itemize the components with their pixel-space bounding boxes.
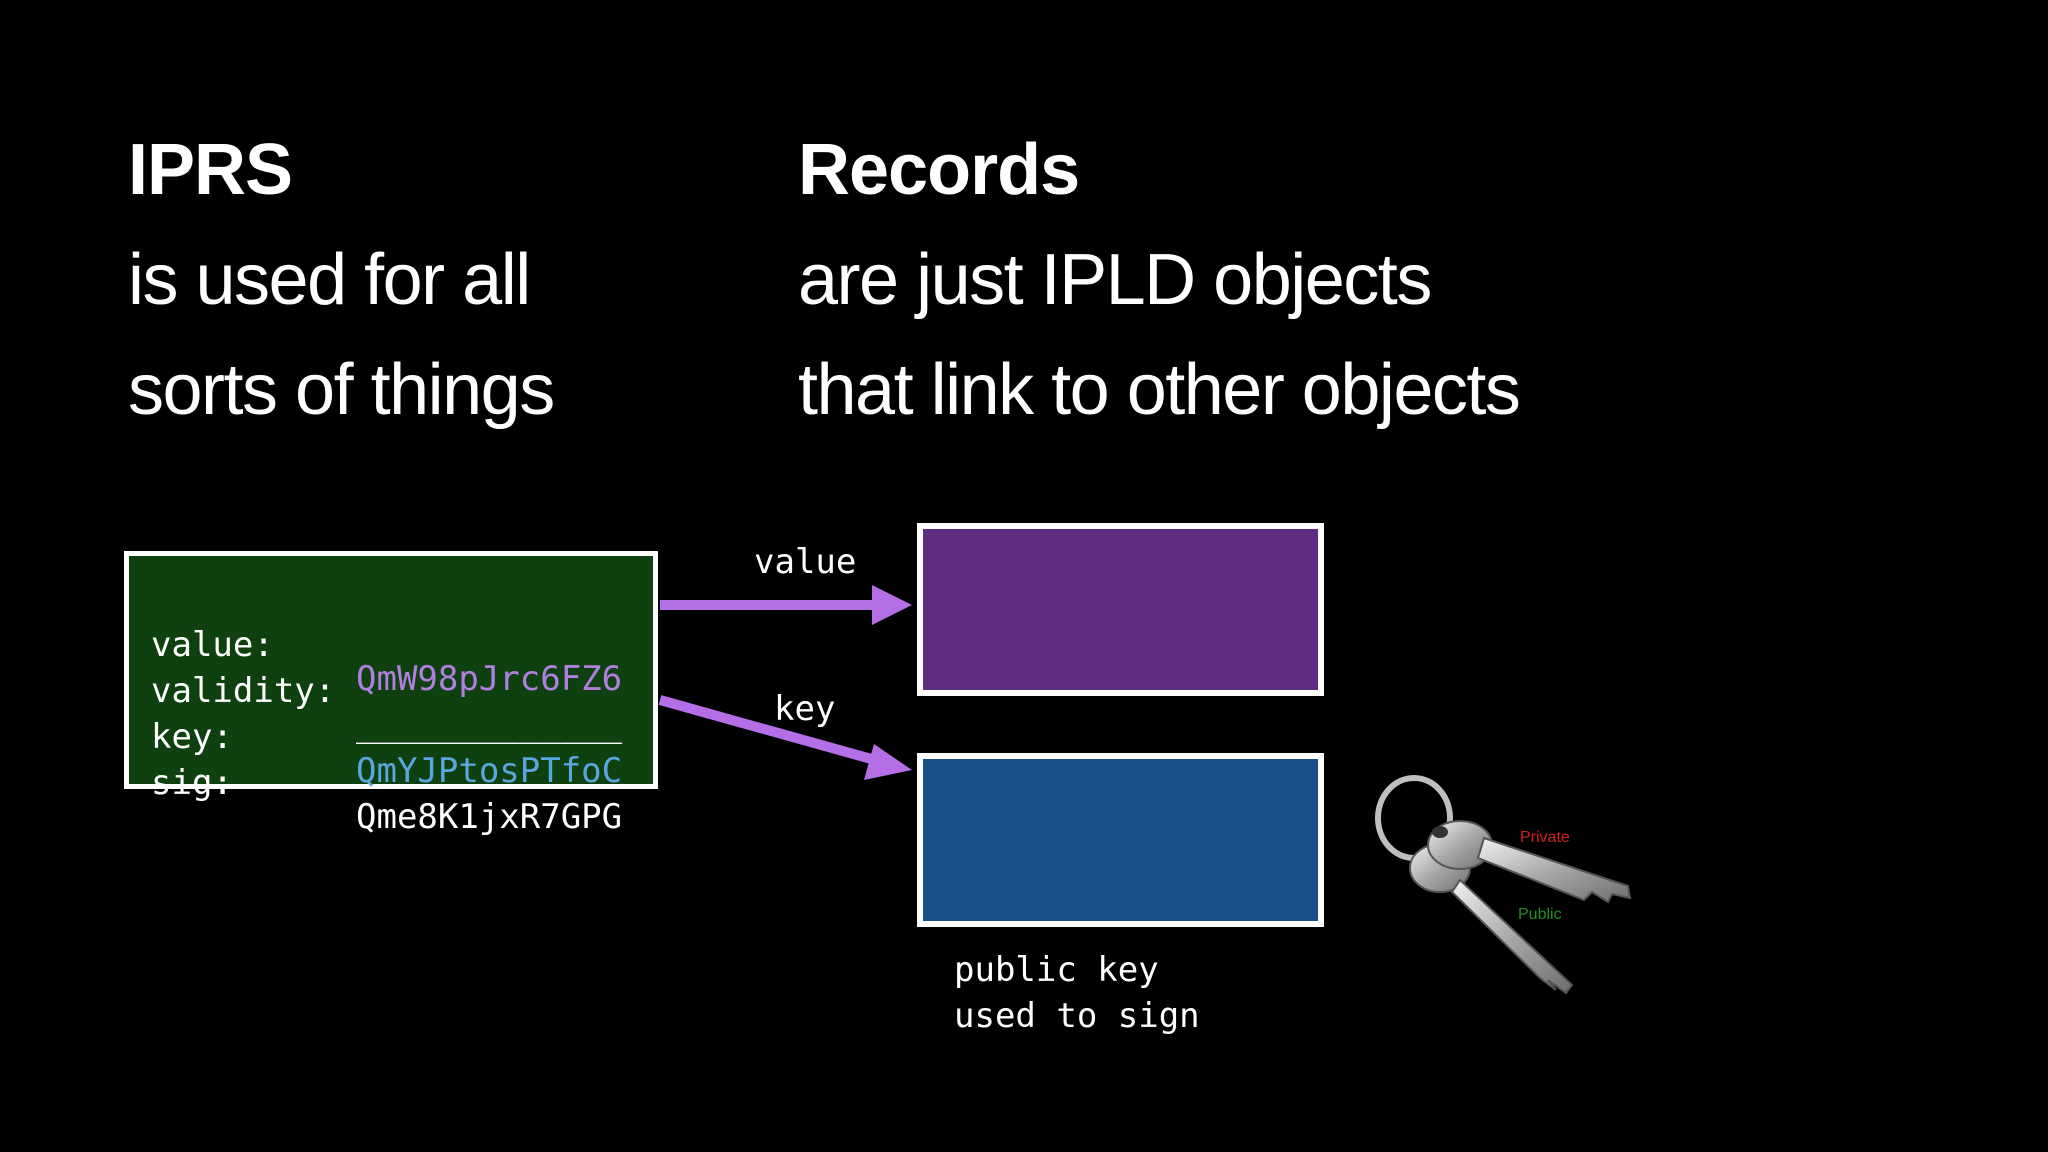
value-arrow	[660, 585, 912, 625]
record-value: _____________	[356, 705, 623, 745]
record-row-value: value: QmW98pJrc6FZ6	[151, 594, 622, 730]
records-line-2: that link to other objects	[798, 350, 1521, 430]
key-arrow-label: key	[774, 689, 836, 729]
private-key-label: Private	[1520, 829, 1570, 846]
record-box: value: QmW98pJrc6FZ6 validity: _________…	[124, 551, 658, 834]
record-key: value:	[151, 625, 274, 665]
record-row-sig: sig: Qme8K1jxR7GPG	[151, 732, 622, 868]
record-key: validity:	[151, 671, 336, 711]
record-row-validity: validity: _____________	[151, 640, 622, 776]
record-row-key: key: QmYJPtosPTfoC	[151, 686, 622, 822]
record-key: key:	[151, 717, 233, 757]
record-value: Qme8K1jxR7GPG	[356, 797, 623, 837]
records-line-1: are just IPLD objects	[798, 240, 1432, 320]
public-key-caption-line-2: used to sign	[954, 996, 1200, 1036]
record-key: sig:	[151, 763, 233, 803]
records-heading: Records	[798, 130, 1080, 210]
value-object-box	[917, 523, 1324, 696]
record-value: QmYJPtosPTfoC	[356, 751, 623, 791]
key-arrow	[658, 695, 912, 780]
public-key-label: Public	[1518, 906, 1562, 923]
record-value: QmW98pJrc6FZ6	[356, 659, 623, 699]
iprs-line-1: is used for all	[128, 240, 531, 320]
iprs-line-2: sorts of things	[128, 350, 555, 430]
iprs-heading: IPRS	[128, 130, 293, 210]
value-arrow-label: value	[754, 542, 857, 582]
public-key-caption-line-1: public key	[954, 950, 1159, 990]
public-key-object-box	[917, 753, 1324, 927]
